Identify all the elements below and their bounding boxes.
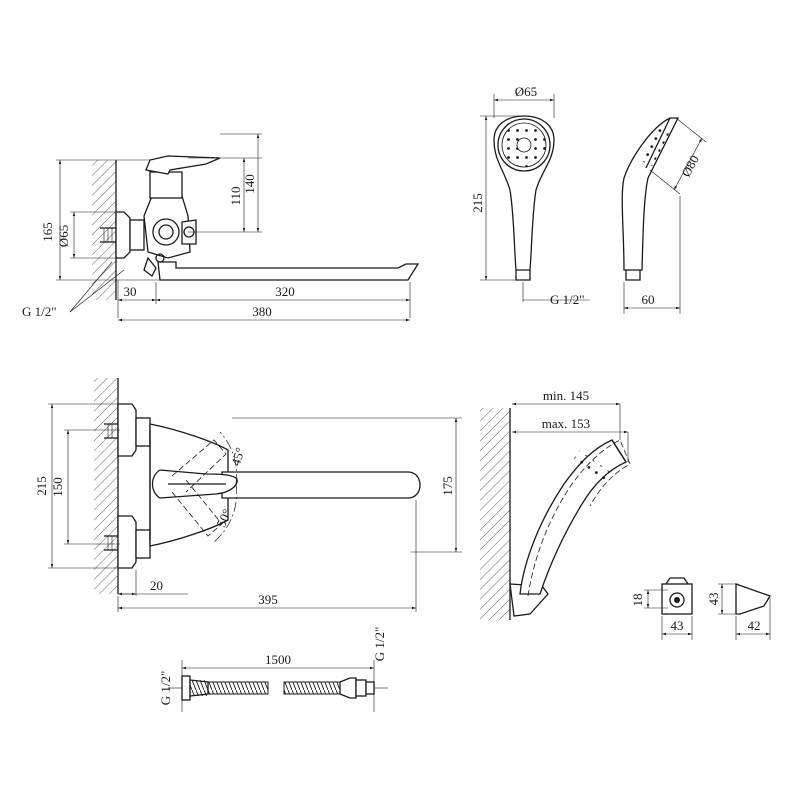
hose-segment-left — [207, 681, 269, 695]
wall-flange — [115, 211, 131, 259]
bracket-front-view: 18 43 — [630, 577, 693, 640]
dim-43-front: 43 — [671, 618, 684, 633]
dim-18: 18 — [630, 594, 645, 607]
thread-label-mixer: G 1/2" — [22, 304, 57, 319]
dim-d65-flange: Ø65 — [56, 225, 71, 247]
dim-380: 380 — [252, 304, 272, 319]
dim-d65-shower: Ø65 — [515, 84, 537, 99]
dim-140: 140 — [242, 174, 257, 194]
mixer-lever — [145, 155, 221, 175]
bracket-side — [735, 583, 771, 615]
mixer-side-view: 165 Ø65 110 140 30 320 380 G 1/2" — [22, 133, 420, 322]
dim-20: 20 — [150, 578, 163, 593]
dim-110: 110 — [228, 186, 243, 205]
mixer-spout — [157, 261, 420, 281]
thread-label-shower: G 1/2" — [550, 292, 585, 307]
hose-right-fitting — [339, 677, 357, 699]
wall-hatch-plan — [94, 378, 118, 594]
dim-150: 150 — [50, 477, 65, 497]
handshower-side-outline — [621, 117, 680, 271]
mixer-plan-view: 45° 50° 215 150 175 20 395 — [34, 378, 462, 612]
dim-175: 175 — [440, 476, 455, 496]
dim-215-plan: 215 — [34, 476, 49, 496]
dim-max-153: max. 153 — [542, 416, 590, 431]
dim-60: 60 — [642, 292, 655, 307]
dim-30: 30 — [124, 284, 137, 299]
dim-165: 165 — [40, 222, 55, 242]
dim-min-145: min. 145 — [543, 388, 589, 403]
hose-segment-right — [283, 681, 341, 695]
angle-50: 50° — [213, 507, 234, 530]
dim-43-side: 43 — [706, 593, 721, 606]
wall-hatch-holder — [480, 408, 510, 620]
dim-395: 395 — [258, 592, 278, 607]
dim-320: 320 — [275, 284, 295, 299]
spout-plan — [221, 471, 421, 499]
hose-length: 1500 — [265, 652, 291, 667]
handshower-front-view: Ø65 215 G 1/2" — [470, 84, 590, 307]
dim-215-shower: 215 — [470, 193, 485, 213]
hose-thread-left: G 1/2" — [158, 671, 173, 706]
handshower-side-view: Ø80 60 — [621, 117, 707, 314]
angle-45: 45° — [228, 446, 248, 468]
holder-view: min. 145 max. 153 — [480, 388, 631, 620]
shower-in-holder — [519, 439, 627, 595]
dim-42: 42 — [748, 618, 761, 633]
hose-thread-right: G 1/2" — [372, 627, 387, 662]
hose-view: 1500 G 1/2" G 1/2" — [158, 627, 388, 712]
bracket-side-view: 43 42 — [706, 583, 771, 640]
